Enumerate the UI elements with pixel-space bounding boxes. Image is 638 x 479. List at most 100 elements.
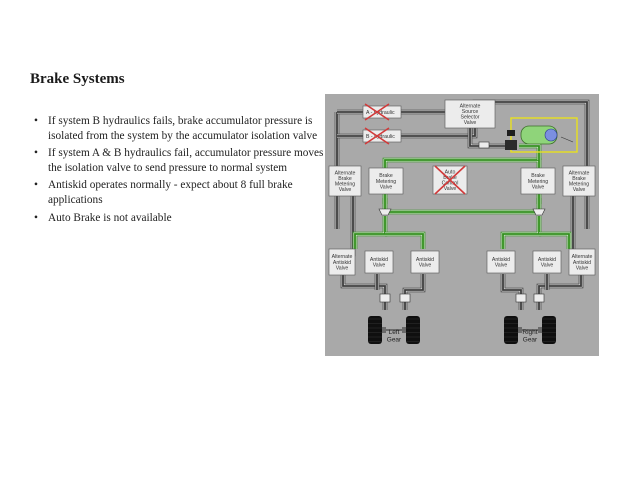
wheel-0 bbox=[368, 316, 382, 344]
antiskid-l2-box-label: Valve bbox=[419, 263, 432, 269]
bullet-list: • If system B hydraulics fails, brake ac… bbox=[34, 114, 324, 228]
alt-metering-left-box-label: Valve bbox=[339, 187, 352, 193]
wheel-axle-3 bbox=[538, 327, 542, 333]
hydraulic-b-box-label: B - hydraulic bbox=[366, 134, 395, 140]
isolation-valve bbox=[505, 140, 517, 150]
accumulator-line bbox=[560, 136, 574, 143]
diagram-symbols bbox=[364, 103, 578, 303]
bullet-item: • Antiskid operates normally - expect ab… bbox=[34, 178, 324, 207]
brake-metering-left-box-label: Metering bbox=[376, 179, 396, 185]
green-right-split-core bbox=[501, 216, 541, 249]
wheel-1 bbox=[406, 316, 420, 344]
wheel-3 bbox=[542, 316, 556, 344]
bullet-icon: • bbox=[34, 179, 38, 192]
line-l-antiskid2-core bbox=[403, 274, 425, 294]
auto-brake-box-label: Brake bbox=[443, 175, 457, 181]
active-pressure-lines bbox=[352, 143, 572, 249]
selector-valve-box bbox=[444, 99, 496, 129]
accumulator-gauge bbox=[544, 128, 558, 142]
right-gear-label: Right bbox=[522, 329, 537, 336]
bullet-item: • If system A & B hydraulics fail, accum… bbox=[34, 146, 324, 175]
shuttle-valve-1 bbox=[532, 208, 546, 216]
selector-valve-box-label: Source bbox=[462, 109, 479, 115]
line-b-to-selector-core bbox=[401, 128, 477, 138]
brake-metering-right-box-label: Metering bbox=[528, 179, 548, 185]
brake-metering-right-box-label: Brake bbox=[531, 173, 545, 179]
antiskid-r2-box-label: Valve bbox=[541, 263, 554, 269]
line-b-to-selector-inner bbox=[401, 128, 476, 137]
antiskid-l2-box-label: Antiskid bbox=[416, 257, 434, 263]
antiskid-r1-box-label: Valve bbox=[495, 263, 508, 269]
bullet-text: If system A & B hydraulics fail, accumul… bbox=[48, 147, 324, 174]
selector-valve-box-label: Alternate bbox=[460, 103, 481, 109]
antiskid-l1-box bbox=[364, 250, 394, 274]
bullet-text: If system B hydraulics fails, brake accu… bbox=[48, 115, 318, 142]
antiskid-l1-box-label: Valve bbox=[373, 263, 386, 269]
antiskid-r1-box bbox=[486, 250, 516, 274]
slide-title: Brake Systems bbox=[30, 71, 125, 87]
green-left-split-b-outline bbox=[385, 231, 426, 249]
shuttle-valve-0 bbox=[378, 208, 392, 216]
wheel-axle-1 bbox=[402, 327, 406, 333]
alt-metering-left-box bbox=[328, 165, 362, 197]
green-left-split-b-inner bbox=[385, 233, 424, 249]
auto-brake-box-label: Auto bbox=[445, 169, 456, 175]
alt-metering-left-box-label: Alternate bbox=[335, 170, 356, 176]
green-return-inner bbox=[384, 198, 540, 213]
alt-metering-right-box-label: Valve bbox=[573, 187, 586, 193]
alt-metering-right-box-label: Metering bbox=[569, 182, 589, 188]
alt-antiskid-left-box bbox=[328, 248, 356, 276]
wheel-fitting-1 bbox=[399, 293, 411, 303]
right-gear-label: Gear bbox=[523, 337, 538, 344]
alt-antiskid-left-box-label: Antiskid bbox=[333, 260, 351, 266]
brake-metering-left-box-label: Brake bbox=[379, 173, 393, 179]
wheel-fitting-0 bbox=[379, 293, 391, 303]
alt-antiskid-right-box-label: Valve bbox=[576, 265, 589, 271]
antiskid-r1-box-label: Antiskid bbox=[492, 257, 510, 263]
antiskid-l1-box-label: Antiskid bbox=[370, 257, 388, 263]
brake-metering-left-box bbox=[368, 167, 404, 195]
alt-metering-left-box-label: Brake bbox=[338, 176, 352, 182]
check-valve bbox=[478, 141, 490, 149]
brake-metering-right-box-label: Valve bbox=[532, 184, 545, 190]
alt-metering-right-box-label: Alternate bbox=[569, 170, 590, 176]
line-r-antiskid1-core bbox=[501, 274, 523, 294]
green-right-split-inner bbox=[502, 216, 540, 249]
left-gear-label: Left bbox=[389, 329, 400, 336]
green-accumulator-inner bbox=[519, 145, 540, 160]
bullet-item: • Auto Brake is not available bbox=[34, 211, 324, 226]
alt-antiskid-left-box-label: Alternate bbox=[332, 254, 353, 260]
hydraulic-a-box-label: A - hydraulic bbox=[366, 110, 395, 116]
wheel-axle-2 bbox=[518, 327, 522, 333]
bullet-item: • If system B hydraulics fails, brake ac… bbox=[34, 114, 324, 143]
line-left-alt-down-inner bbox=[342, 274, 386, 294]
line-selector-to-iso-inner bbox=[469, 124, 505, 147]
alt-metering-left-box-label: Metering bbox=[335, 182, 355, 188]
line-r-antiskid1-inner bbox=[502, 274, 522, 294]
wheel-fitting-2 bbox=[515, 293, 527, 303]
wheel-axle-0 bbox=[382, 327, 386, 333]
auto-brake-box-label: Control bbox=[442, 181, 459, 187]
line-right-alt-down-inner bbox=[538, 274, 582, 294]
left-gear-label: Gear bbox=[387, 337, 402, 344]
alt-metering-right-box-label: Brake bbox=[572, 176, 586, 182]
bullet-icon: • bbox=[34, 147, 38, 160]
selector-valve-box-label: Selector bbox=[460, 115, 479, 121]
fail-cross-a-b bbox=[364, 103, 390, 121]
wheel-2 bbox=[504, 316, 518, 344]
bullet-icon: • bbox=[34, 211, 38, 224]
antiskid-r2-box-label: Antiskid bbox=[538, 257, 556, 263]
green-right-split-b-outline bbox=[539, 231, 572, 249]
alt-antiskid-right-box-label: Antiskid bbox=[573, 260, 591, 266]
auto-brake-box-label: Valve bbox=[444, 186, 457, 192]
green-right-split-b-inner bbox=[539, 233, 570, 249]
antiskid-l2-box bbox=[410, 250, 440, 274]
bullet-icon: • bbox=[34, 115, 38, 127]
bullet-text: Antiskid operates normally - expect abou… bbox=[48, 179, 293, 206]
line-l-antiskid2-inner bbox=[404, 274, 424, 294]
alt-antiskid-right-box bbox=[568, 248, 596, 276]
alt-antiskid-left-box-label: Valve bbox=[336, 265, 349, 271]
